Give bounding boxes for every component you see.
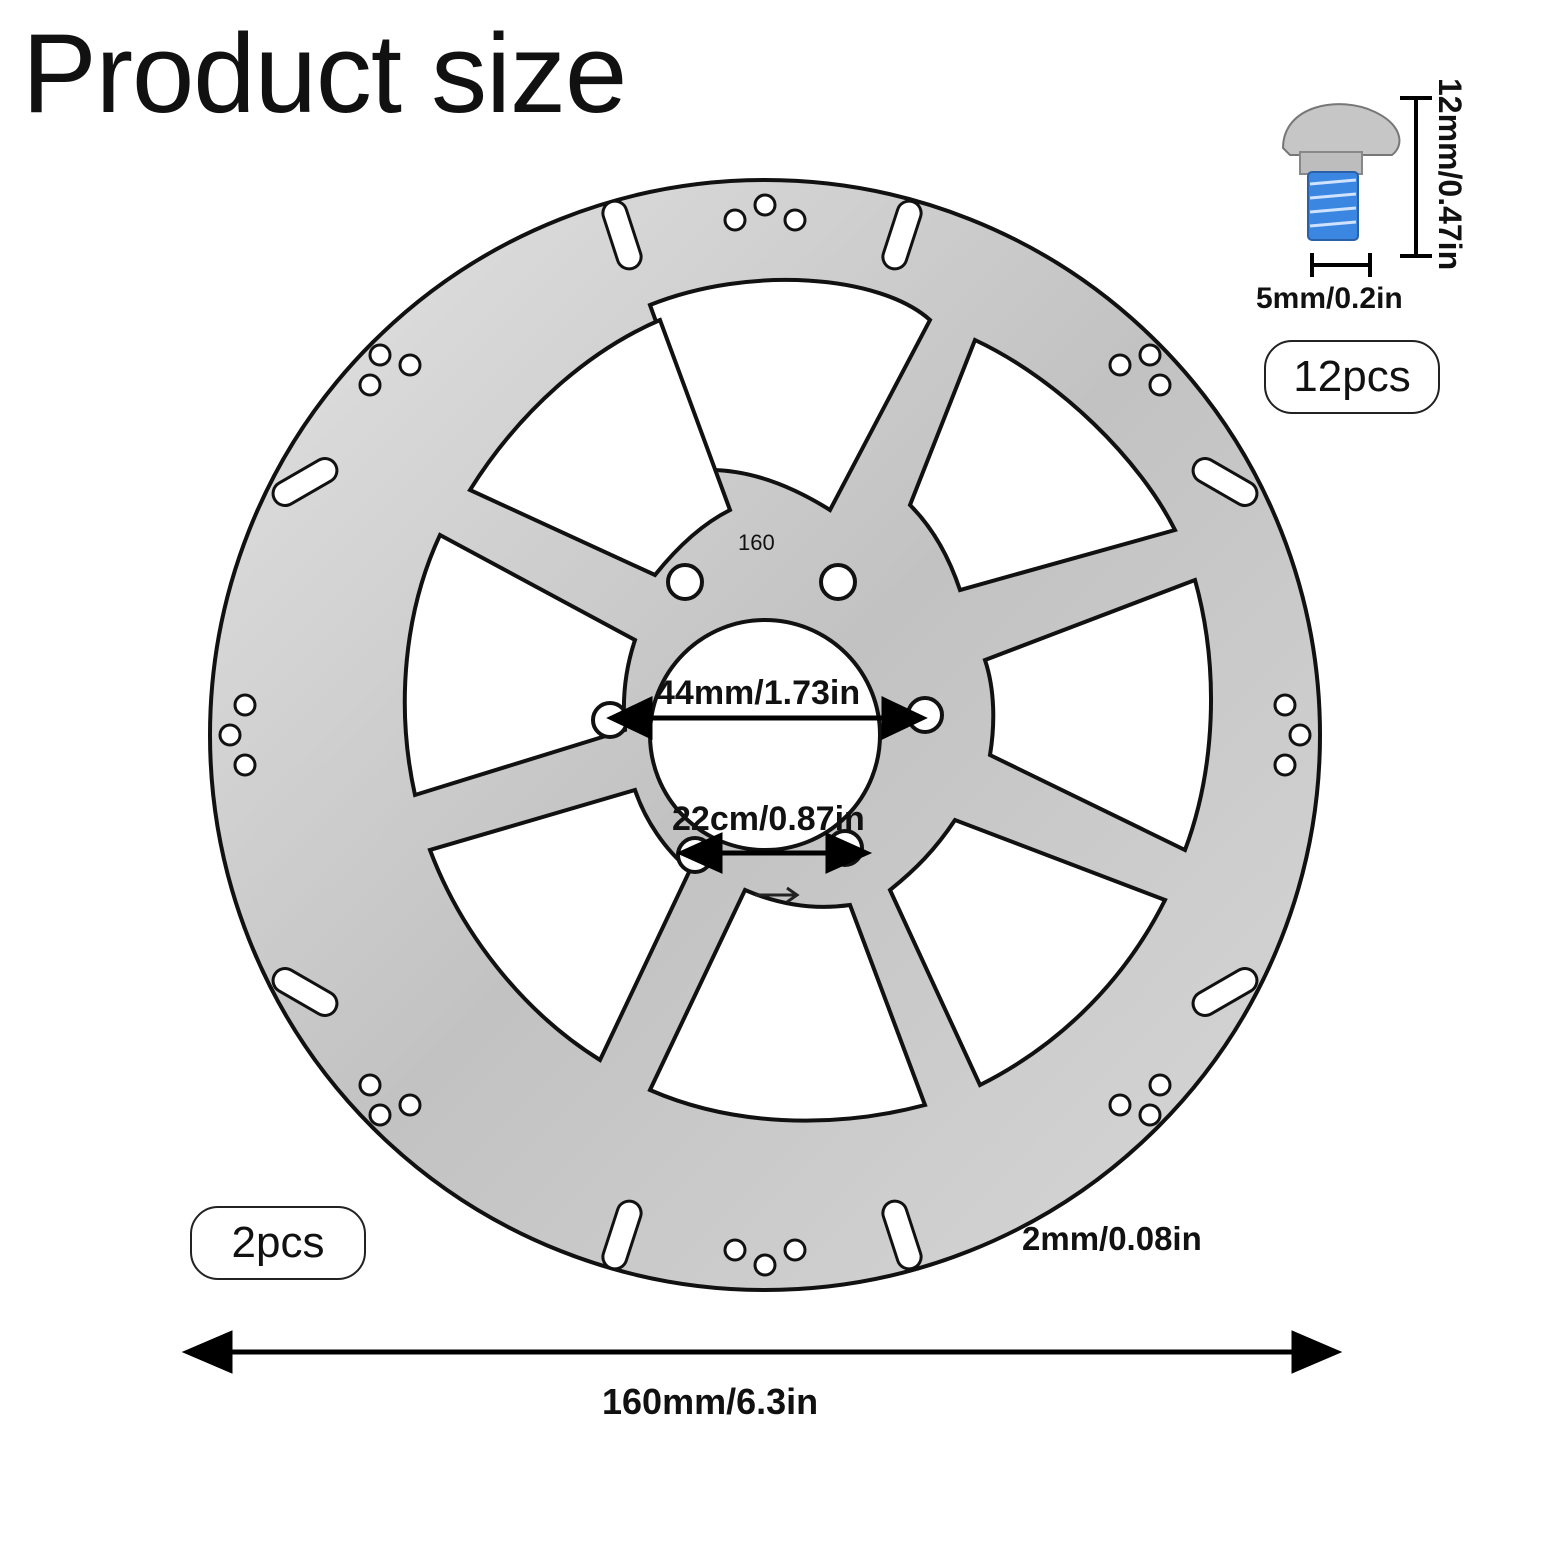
screw-quantity-badge: 12pcs (1264, 340, 1440, 414)
disc-quantity-text: 2pcs (231, 1218, 325, 1267)
screw-width-label: 5mm/0.2in (1256, 282, 1403, 315)
brake-disc-image (190, 170, 1340, 1300)
screw-quantity-text: 12pcs (1293, 352, 1411, 401)
thickness-label: 2mm/0.08in (1022, 1220, 1202, 1257)
diameter-arrowhead-right (1291, 1330, 1343, 1374)
disc-marking: 160 (738, 530, 775, 555)
screw-length-label: 12mm/0.47in (1432, 78, 1468, 271)
center-hole-label: 22cm/0.87in (672, 800, 865, 838)
diameter-label: 160mm/6.3in (602, 1381, 819, 1422)
diameter-arrowhead-left (181, 1330, 233, 1374)
page-title: Product size (22, 11, 627, 136)
disc-quantity-badge: 2pcs (190, 1206, 366, 1280)
bolt-spacing-label: 44mm/1.73in (656, 674, 861, 712)
